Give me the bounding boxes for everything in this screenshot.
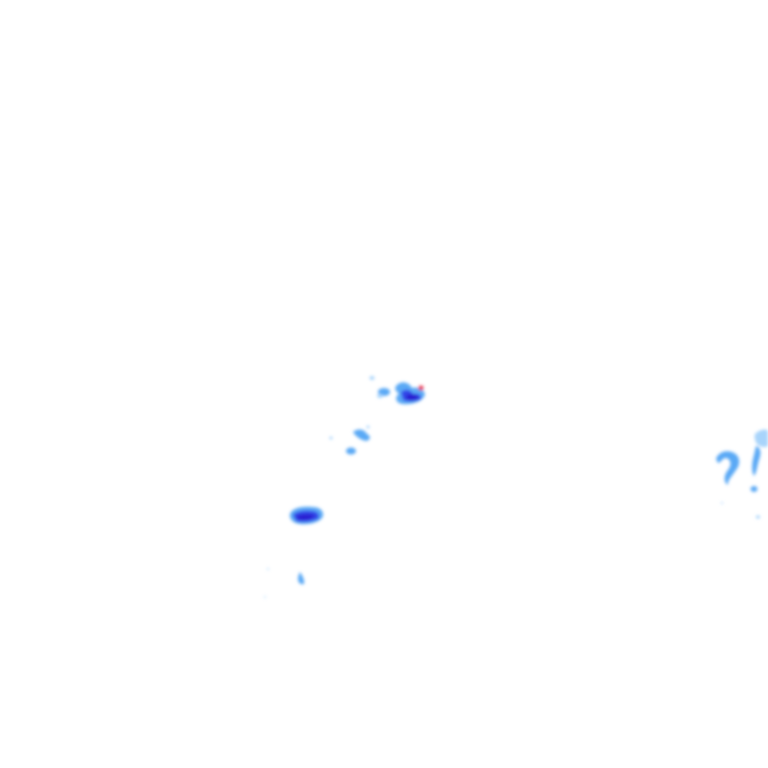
cell-east-edge (716, 429, 768, 519)
cell-north-central-echo-6 (418, 385, 424, 391)
cell-south-small-echo-2 (264, 596, 266, 598)
cell-east-edge-echo-4 (756, 515, 760, 519)
cell-central-echo-1 (346, 447, 356, 455)
cell-central-echo-0 (353, 429, 370, 441)
cell-north-central-echo-2 (377, 394, 383, 398)
cell-central-echo-2 (329, 436, 333, 440)
cell-central-echo-3 (366, 425, 370, 429)
cell-east-edge-echo-1 (754, 429, 768, 448)
cell-east-edge-echo-5 (721, 502, 723, 504)
cell-southwest (289, 506, 324, 525)
cell-north-central-echo-1 (378, 388, 390, 396)
cell-north-central (369, 376, 425, 405)
cell-south-small-echo-1 (266, 568, 270, 570)
cell-south-small-echo-0 (298, 572, 305, 585)
cell-east-edge-echo-3 (750, 486, 758, 492)
cell-south-small (264, 568, 305, 598)
cell-north-central-echo-5 (406, 394, 419, 401)
cell-central (329, 425, 370, 455)
cell-north-central-echo-0 (369, 376, 375, 380)
cell-southwest-echo-2 (296, 514, 315, 520)
cell-east-edge-echo-0 (716, 451, 740, 485)
cell-east-edge-echo-2 (752, 446, 761, 476)
